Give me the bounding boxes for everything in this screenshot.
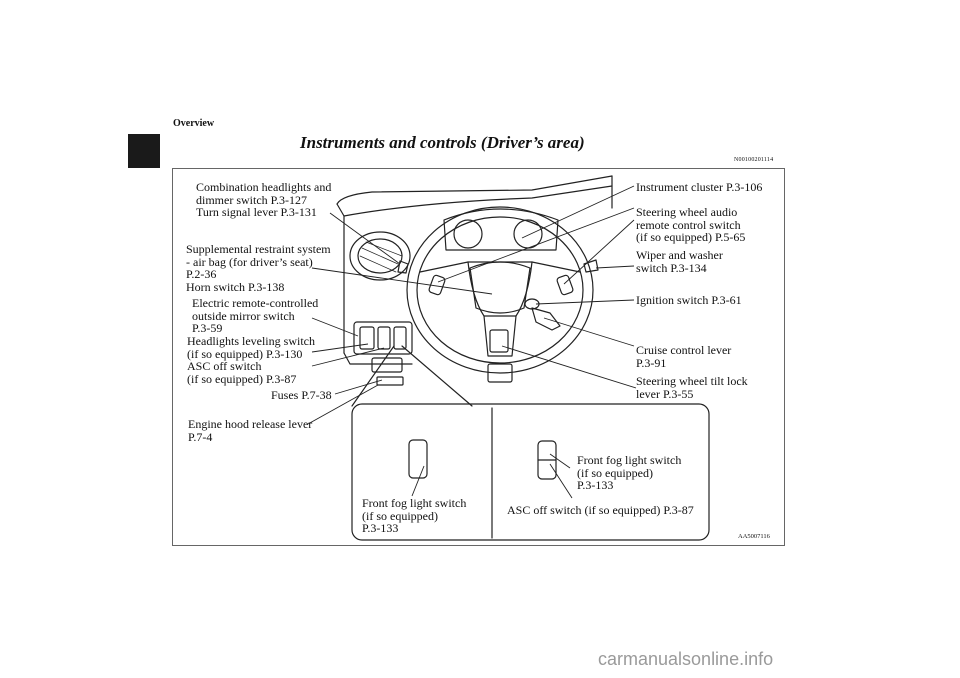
label-fog-switch-right: Front fog light switch (if so equipped) … (577, 453, 682, 492)
zoom-line-left (351, 345, 395, 407)
zoom-line-right (401, 345, 473, 407)
label-cruise-control: Cruise control lever P.3-91 (636, 343, 732, 370)
section-tab-marker (128, 134, 160, 168)
inset-fog-switch-left (408, 439, 428, 479)
steering-hub (469, 261, 531, 314)
watermark: carmanualsonline.info (598, 649, 774, 669)
left-air-vent (349, 231, 411, 281)
label-audio-switch: Steering wheel audio remote control swit… (636, 205, 746, 244)
label-headlights-leveling: Headlights leveling switch (if so equipp… (187, 334, 315, 386)
page-title: Instruments and controls (Driver’s area) (300, 133, 585, 152)
steering-wheel-rim (406, 206, 594, 374)
figure-frame (172, 168, 785, 546)
dashboard-left-edge (336, 203, 345, 354)
label-airbag-horn: Supplemental restraint system - air bag … (186, 242, 331, 294)
instrument-cluster (443, 208, 559, 251)
driver-area-illustration (307, 175, 710, 541)
label-instrument-cluster: Instrument cluster P.3-106 (636, 180, 763, 194)
label-mirror-switch: Electric remote-controlled outside mirro… (192, 296, 319, 335)
left-switch-panel (353, 321, 413, 355)
page-code: N00100201114 (734, 157, 774, 163)
label-wiper-washer: Wiper and washer switch P.3-134 (636, 248, 723, 275)
label-asc-off: ASC off switch (if so equipped) P.3-87 (507, 503, 694, 517)
label-tilt-lock: Steering wheel tilt lock lever P.3-55 (636, 374, 748, 401)
label-ignition: Ignition switch P.3-61 (636, 293, 742, 307)
label-fuses: Fuses P.7-38 (271, 388, 332, 402)
label-engine-hood: Engine hood release lever P.7-4 (188, 417, 313, 444)
label-fog-switch-left: Front fog light switch (if so equipped) … (362, 496, 467, 535)
dashboard-top (336, 175, 613, 205)
label-combination-headlights: Combination headlights and dimmer switch… (196, 180, 332, 219)
figure-id: AA5007116 (738, 533, 770, 540)
inset-panel (351, 403, 710, 541)
section-label: Overview (173, 118, 215, 129)
cruise-control-lever (531, 307, 561, 331)
